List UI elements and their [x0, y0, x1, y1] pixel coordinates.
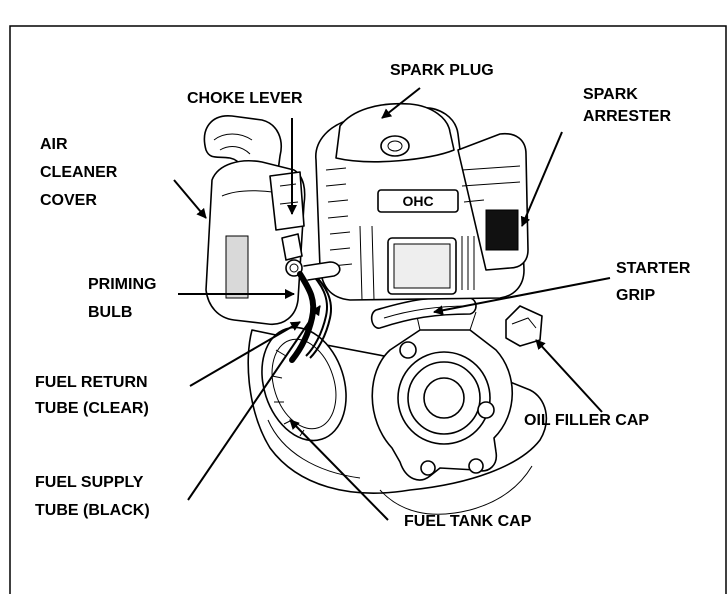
ohc-logo: OHC	[402, 193, 433, 209]
oil-filler-cap-leader	[535, 339, 603, 413]
leader-lines	[173, 87, 611, 521]
label-choke-lever: CHOKE LEVER	[187, 90, 303, 107]
label-air-cleaner-cover-line2: CLEANER	[40, 164, 118, 181]
label-air-cleaner-cover-line3: COVER	[40, 192, 97, 209]
label-fuel-supply-tube-line1: FUEL SUPPLY	[35, 474, 144, 491]
label-spark-arrester-line2: ARRESTER	[583, 108, 671, 125]
air-cleaner-cover-leader	[173, 179, 207, 219]
fuel-return-tube-leader	[189, 321, 301, 387]
starter-grip-leader	[433, 277, 611, 316]
spark-plug-leader	[381, 87, 421, 119]
label-fuel-return-tube-line1: FUEL RETURN	[35, 374, 148, 391]
spark-arrester-leader	[520, 131, 563, 227]
label-oil-filler-cap: OIL FILLER CAP	[524, 412, 649, 429]
fuel-tank-cap-leader	[289, 419, 389, 521]
engine-illustration: OHC	[203, 102, 548, 515]
diagram-frame	[9, 25, 727, 594]
label-fuel-return-tube-line2: TUBE (CLEAR)	[35, 400, 149, 417]
label-air-cleaner-cover-line1: AIR	[40, 136, 68, 153]
part-labels: CHOKE LEVER SPARK PLUG SPARK ARRESTER AI…	[35, 62, 691, 530]
label-fuel-tank-cap: FUEL TANK CAP	[404, 513, 532, 530]
label-priming-bulb-line1: PRIMING	[88, 276, 156, 293]
label-priming-bulb-line2: BULB	[88, 304, 132, 321]
label-fuel-supply-tube-line2: TUBE (BLACK)	[35, 502, 150, 519]
label-starter-grip-line1: STARTER	[616, 260, 691, 277]
label-starter-grip-line2: GRIP	[616, 287, 655, 304]
label-spark-plug: SPARK PLUG	[390, 62, 494, 79]
fuel-supply-tube-leader	[187, 305, 321, 501]
label-spark-arrester-line1: SPARK	[583, 86, 638, 103]
